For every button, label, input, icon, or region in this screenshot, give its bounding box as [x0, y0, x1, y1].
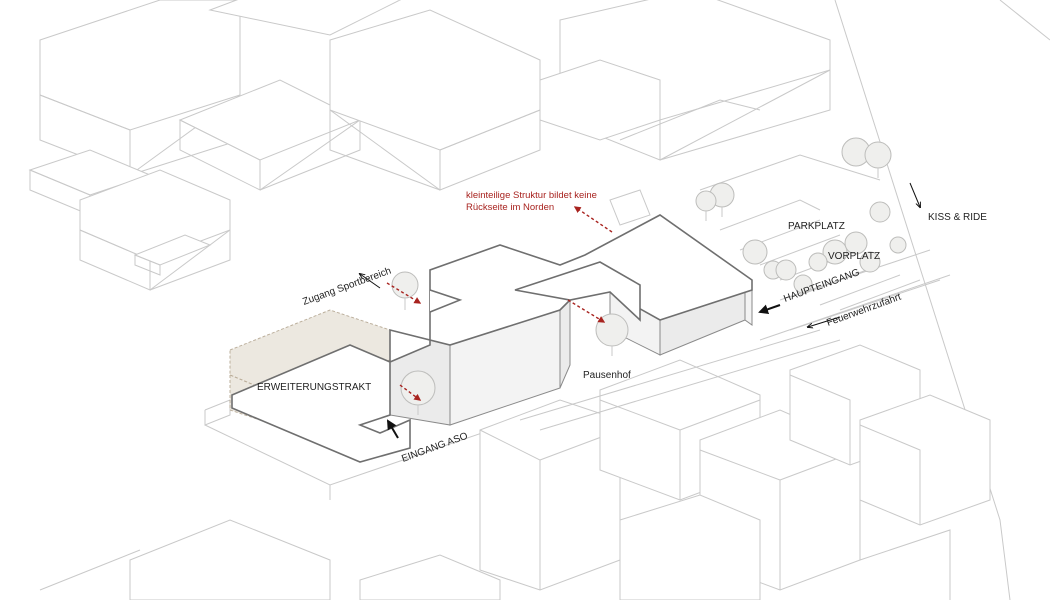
school-building: [231, 214, 753, 463]
red-note-line2: Rückseite im Norden: [466, 202, 554, 213]
label-pausenhof: Pausenhof: [583, 370, 631, 381]
context-buildings-south: [39, 329, 991, 600]
label-zugang-sportbereich: Zugang Sportbereich: [301, 266, 393, 308]
label-parkplatz: PARKPLATZ: [788, 221, 845, 232]
label-kiss-ride: KISS & RIDE: [928, 212, 987, 223]
black-arrows: [360, 182, 920, 439]
label-feuerwehrzufahrt: Feuerwehrzufahrt: [825, 292, 903, 329]
red-arrows: [386, 206, 613, 401]
trees: [391, 137, 907, 415]
context-buildings-north: [28, 0, 1050, 600]
label-vorplatz: VORPLATZ: [828, 251, 880, 262]
red-note-line1: kleinteilige Struktur bildet keine: [466, 190, 597, 201]
label-erweiterungstrakt: ERWEITERUNGSTRAKT: [257, 382, 371, 393]
